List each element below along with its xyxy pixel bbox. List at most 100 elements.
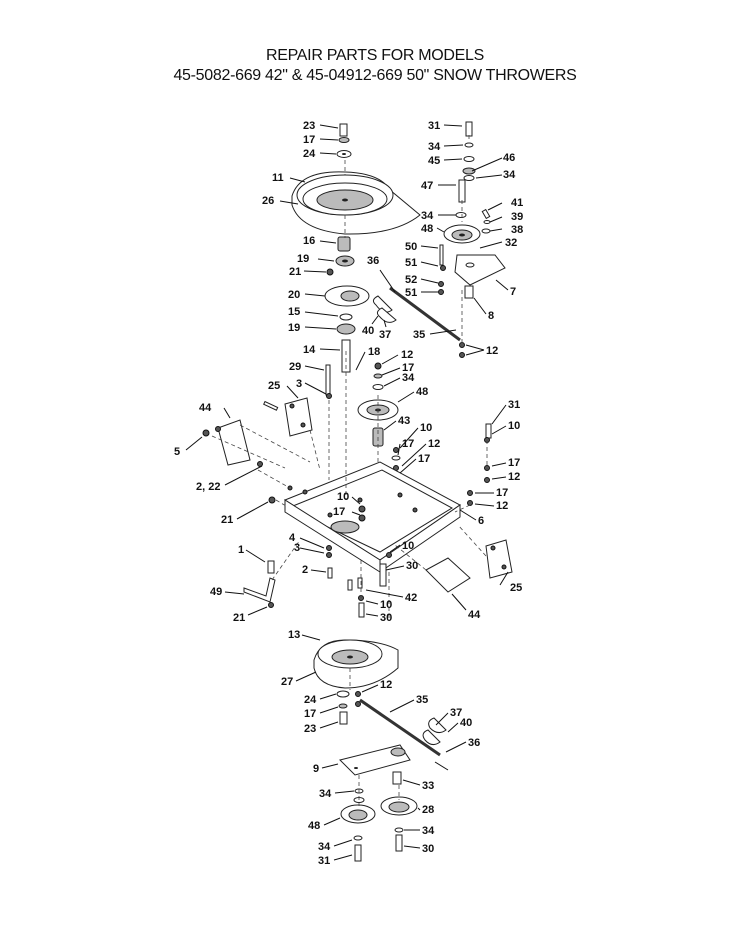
callout-47: 47	[421, 180, 433, 192]
callout-12: 12	[486, 345, 498, 357]
callout-26: 26	[262, 195, 274, 207]
callout-35: 35	[416, 694, 428, 706]
callout-23: 23	[304, 723, 316, 735]
plate-part	[217, 419, 251, 466]
callout-42: 42	[405, 592, 417, 604]
callout-48: 48	[416, 386, 428, 398]
washer-part	[338, 137, 350, 143]
callout-25: 25	[510, 582, 522, 594]
callout-16: 16	[303, 235, 315, 247]
callout-45: 45	[428, 155, 440, 167]
callout-14: 14	[303, 344, 316, 356]
callout-21: 21	[289, 266, 301, 278]
callout-39: 39	[511, 211, 523, 223]
callout-10: 10	[402, 540, 414, 552]
callout-25: 25	[268, 380, 280, 392]
callout-7: 7	[510, 286, 516, 298]
callout-10: 10	[508, 420, 520, 432]
callout-34: 34	[503, 169, 516, 181]
callout-32: 32	[505, 237, 517, 249]
callout-10: 10	[420, 422, 432, 434]
callout-30: 30	[406, 560, 418, 572]
callout-17: 17	[496, 487, 508, 499]
callout-19: 19	[297, 253, 309, 265]
callout-51: 51	[405, 287, 417, 299]
callout-37: 37	[379, 329, 391, 341]
callout-30: 30	[380, 612, 392, 624]
callout-12: 12	[380, 679, 392, 691]
callout-3: 3	[294, 542, 300, 554]
idler-bracket-part	[454, 254, 506, 286]
callout-8: 8	[488, 310, 494, 322]
callout-17: 17	[508, 457, 520, 469]
callout-49: 49	[210, 586, 222, 598]
callout-52: 52	[405, 274, 417, 286]
callout-3: 3	[296, 378, 302, 390]
callout-17: 17	[333, 506, 345, 518]
callout-34: 34	[428, 141, 441, 153]
callout-1: 1	[238, 544, 244, 556]
callout-44: 44	[199, 402, 212, 414]
callout-37: 37	[450, 707, 462, 719]
callout-38: 38	[511, 224, 523, 236]
callout-17: 17	[402, 362, 414, 374]
callout-36: 36	[468, 737, 480, 749]
callout-46: 46	[503, 152, 515, 164]
callout-36: 36	[367, 255, 379, 267]
callout-15: 15	[288, 306, 300, 318]
callout-12: 12	[496, 500, 508, 512]
callout-17: 17	[418, 453, 430, 465]
callout-12: 12	[508, 471, 520, 483]
callout-34: 34	[319, 788, 332, 800]
callout-12: 12	[428, 438, 440, 450]
callout-31: 31	[428, 120, 440, 132]
callout-18: 18	[368, 346, 380, 358]
callout-34: 34	[422, 825, 435, 837]
callout-13: 13	[288, 629, 300, 641]
callout-5: 5	[174, 446, 180, 458]
callout-30: 30	[422, 843, 434, 855]
callout-10: 10	[337, 491, 349, 503]
callout-31: 31	[508, 399, 520, 411]
callout-17: 17	[402, 438, 414, 450]
bolt-part	[465, 121, 473, 137]
callout-19: 19	[288, 322, 300, 334]
callout-21: 21	[233, 612, 245, 624]
callout-24: 24	[303, 148, 316, 160]
spring-part	[359, 698, 441, 757]
callout-48: 48	[308, 820, 320, 832]
callout-34: 34	[402, 372, 415, 384]
callout-31: 31	[318, 855, 330, 867]
callout-35: 35	[413, 329, 425, 341]
callout-43: 43	[398, 415, 410, 427]
callout-27: 27	[281, 676, 293, 688]
spacer-part	[337, 236, 351, 252]
callout-33: 33	[422, 780, 434, 792]
callout-24: 24	[304, 694, 317, 706]
callout-12: 12	[401, 349, 413, 361]
callout-28: 28	[422, 804, 434, 816]
callout-17: 17	[303, 134, 315, 146]
bracket-part	[243, 577, 276, 603]
callout-34: 34	[421, 210, 434, 222]
callout-51: 51	[405, 257, 417, 269]
callout-29: 29	[289, 361, 301, 373]
callout-6: 6	[478, 515, 484, 527]
callout-50: 50	[405, 241, 417, 253]
callout-40: 40	[460, 717, 472, 729]
callout-10: 10	[380, 599, 392, 611]
callout-20: 20	[288, 289, 300, 301]
plate-part	[425, 557, 471, 593]
callout-2: 2	[302, 564, 308, 576]
callout-34: 34	[318, 841, 331, 853]
callout-17: 17	[304, 708, 316, 720]
callout-9: 9	[313, 763, 319, 775]
callout-4: 4	[289, 532, 296, 544]
bracket-part	[284, 397, 313, 437]
callout-44: 44	[468, 609, 481, 621]
callout-11: 11	[272, 172, 284, 184]
bolt-part	[339, 123, 348, 137]
callout-21: 21	[221, 514, 233, 526]
callout-23: 23	[303, 120, 315, 132]
